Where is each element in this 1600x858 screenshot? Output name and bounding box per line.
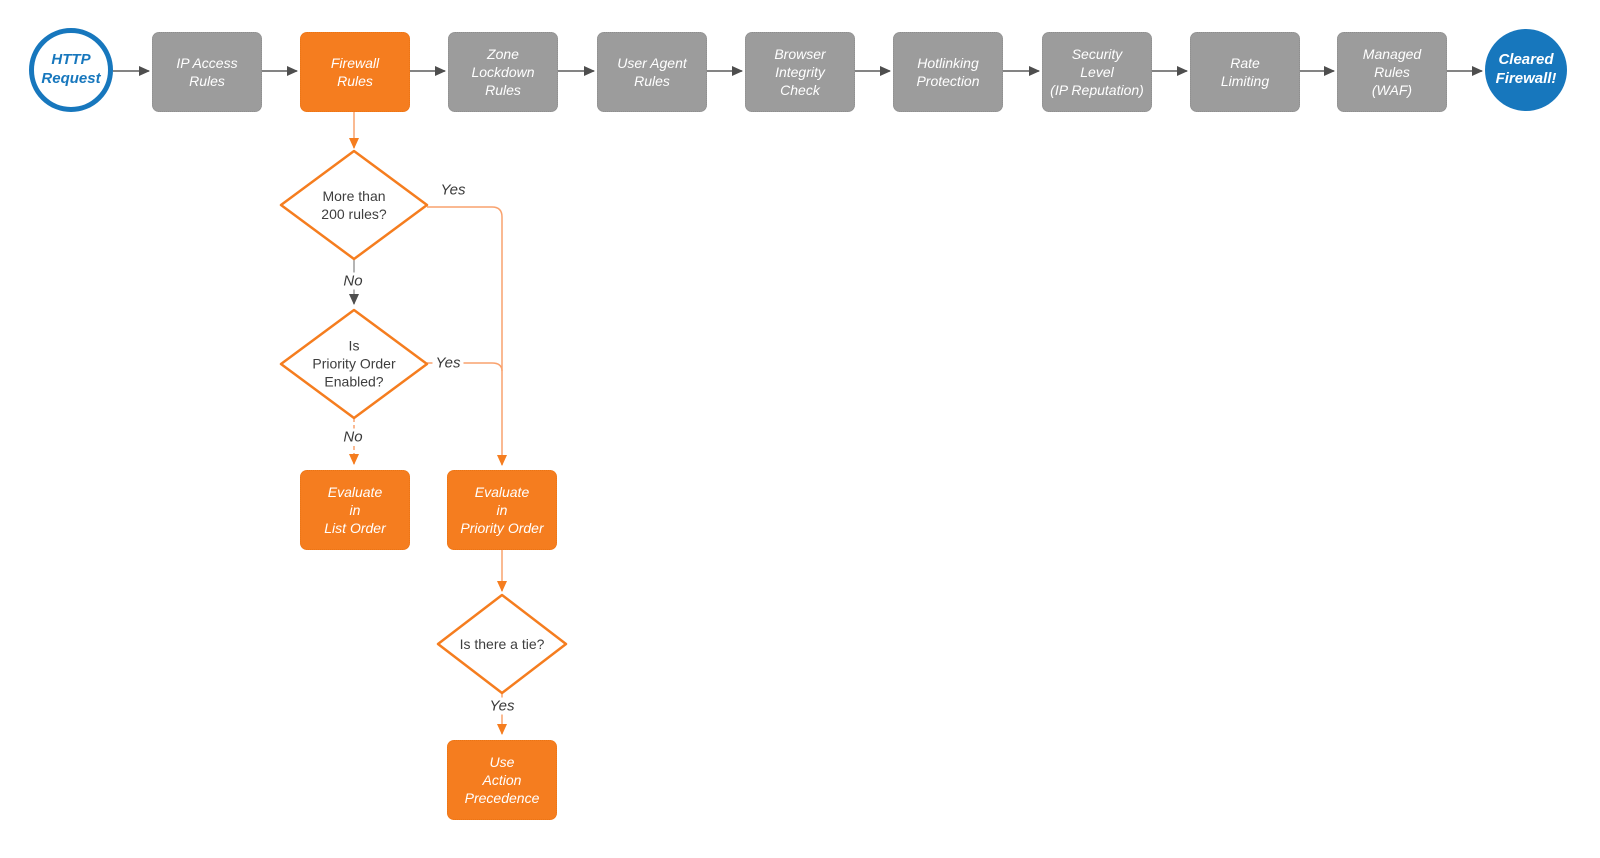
decision-more-than-200-rules-label: More than 200 rules? — [321, 187, 387, 222]
node-http-request-label: HTTP Request — [41, 51, 101, 87]
node-rate-limiting: Rate Limiting — [1190, 32, 1300, 112]
decision-is-there-a-tie-label: Is there a tie? — [459, 635, 545, 652]
decision-is-there-a-tie-shape — [436, 593, 568, 695]
node-managed-rules-waf-label: Managed Rules (WAF) — [1362, 45, 1422, 99]
node-zone-lockdown-rules-label: Zone Lockdown Rules — [471, 45, 535, 99]
node-cleared-firewall-label: Cleared Firewall! — [1495, 51, 1557, 87]
edge-label-yes-priority: Yes — [432, 354, 464, 372]
node-browser-integrity-check-label: Browser Integrity Check — [774, 45, 826, 99]
edge-label-yes-tie: Yes — [486, 697, 518, 715]
node-zone-lockdown-rules: Zone Lockdown Rules — [448, 32, 558, 112]
node-user-agent-rules-label: User Agent Rules — [617, 54, 687, 89]
node-evaluate-in-priority-order: Evaluate in Priority Order — [447, 470, 557, 550]
edge-decision-priority-yes — [427, 362, 503, 372]
node-managed-rules-waf: Managed Rules (WAF) — [1337, 32, 1447, 112]
node-browser-integrity-check: Browser Integrity Check — [745, 32, 855, 112]
node-security-level: Security Level (IP Reputation) — [1042, 32, 1152, 112]
node-hotlinking-protection-label: Hotlinking Protection — [916, 54, 980, 89]
node-evaluate-in-list-order: Evaluate in List Order — [300, 470, 410, 550]
edge-label-no-priority: No — [340, 428, 366, 446]
node-use-action-precedence: Use Action Precedence — [447, 740, 557, 820]
node-hotlinking-protection: Hotlinking Protection — [893, 32, 1003, 112]
node-firewall-rules-label: Firewall Rules — [330, 54, 380, 89]
node-rate-limiting-label: Rate Limiting — [1220, 54, 1270, 89]
node-cleared-firewall: Cleared Firewall! — [1485, 29, 1567, 111]
node-use-action-precedence-label: Use Action Precedence — [464, 753, 540, 807]
node-firewall-rules: Firewall Rules — [300, 32, 410, 112]
node-evaluate-in-priority-order-label: Evaluate in Priority Order — [460, 483, 544, 537]
node-evaluate-in-list-order-label: Evaluate in List Order — [324, 483, 386, 537]
decision-priority-order-enabled-label: Is Priority Order Enabled? — [312, 337, 396, 391]
node-http-request: HTTP Request — [29, 28, 113, 112]
edge-label-no-more-rules: No — [340, 272, 366, 290]
node-security-level-label: Security Level (IP Reputation) — [1050, 45, 1144, 99]
node-ip-access-rules-label: IP Access Rules — [176, 54, 238, 89]
edge-decision-rules-yes — [427, 206, 507, 466]
node-ip-access-rules: IP Access Rules — [152, 32, 262, 112]
decision-more-than-200-rules-shape — [279, 149, 429, 261]
decision-priority-order-enabled-shape — [279, 308, 429, 420]
edge-label-yes-more-rules: Yes — [437, 181, 469, 199]
node-user-agent-rules: User Agent Rules — [597, 32, 707, 112]
